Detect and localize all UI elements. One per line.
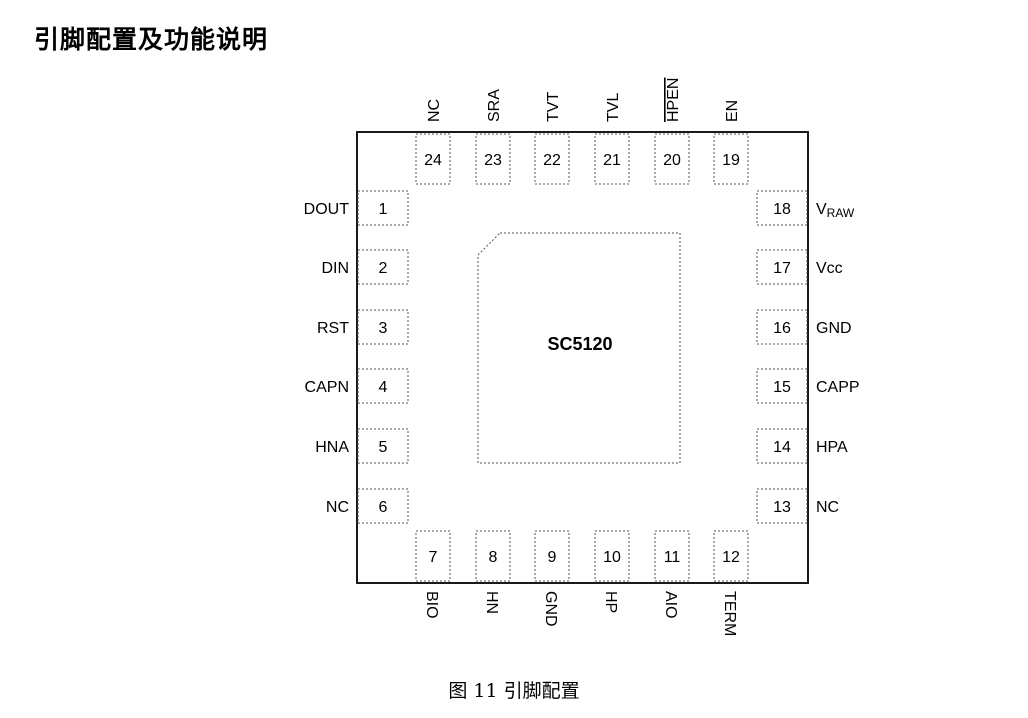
pin-name-13: NC bbox=[816, 499, 839, 516]
pin-pad-21 bbox=[594, 133, 630, 185]
pin-name-16: GND bbox=[816, 320, 852, 337]
pin-number-8: 8 bbox=[489, 549, 498, 566]
pin-name-11: AIO bbox=[662, 591, 679, 619]
pin-pad-9 bbox=[534, 530, 570, 582]
pin-pad-6 bbox=[357, 488, 409, 524]
pin-name-6: NC bbox=[326, 499, 349, 516]
pin-pad-3 bbox=[357, 309, 409, 345]
pin-pad-20 bbox=[654, 133, 690, 185]
pin-pad-23 bbox=[475, 133, 511, 185]
pin-number-19: 19 bbox=[722, 152, 740, 169]
pin-pad-11 bbox=[654, 530, 690, 582]
pins-layer: 1DOUT2DIN3RST4CAPN5HNA6NC7BIO8HN9GND10HP… bbox=[304, 78, 860, 637]
pin-pad-16 bbox=[756, 309, 808, 345]
pin-pad-8 bbox=[475, 530, 511, 582]
pin-name-1: DOUT bbox=[304, 201, 350, 218]
pin-name-20: HPEN bbox=[665, 78, 682, 122]
pin-name-14: HPA bbox=[816, 439, 848, 456]
package-outline bbox=[356, 131, 809, 584]
pin-pad-13 bbox=[756, 488, 808, 524]
pin-number-2: 2 bbox=[379, 260, 388, 277]
pin-pad-12 bbox=[713, 530, 749, 582]
pin-number-12: 12 bbox=[722, 549, 740, 566]
pin-number-14: 14 bbox=[773, 439, 791, 456]
pin-name-3: RST bbox=[317, 320, 349, 337]
pin-number-23: 23 bbox=[484, 152, 502, 169]
exposed-pad bbox=[477, 232, 681, 464]
pin-pad-14 bbox=[756, 428, 808, 464]
pin-number-20: 20 bbox=[663, 152, 681, 169]
pin-number-17: 17 bbox=[773, 260, 791, 277]
pin-name-17: Vcc bbox=[816, 260, 843, 277]
pin-number-13: 13 bbox=[773, 499, 791, 516]
pin-name-12: TERM bbox=[721, 591, 738, 636]
pin-pad-10 bbox=[594, 530, 630, 582]
pin-name-4: CAPN bbox=[305, 379, 349, 396]
pin-pad-17 bbox=[756, 249, 808, 285]
pin-name-21: TVL bbox=[605, 93, 622, 122]
pin-number-24: 24 bbox=[424, 152, 442, 169]
pin-pad-22 bbox=[534, 133, 570, 185]
pin-number-21: 21 bbox=[603, 152, 621, 169]
chip-label: SC5120 bbox=[547, 334, 612, 354]
pin-name-19: EN bbox=[724, 100, 741, 122]
pin-pad-1 bbox=[357, 190, 409, 226]
pin-number-6: 6 bbox=[379, 499, 388, 516]
pin-number-10: 10 bbox=[603, 549, 621, 566]
pin-number-16: 16 bbox=[773, 320, 791, 337]
pin-number-22: 22 bbox=[543, 152, 561, 169]
pin-name-23: SRA bbox=[486, 89, 503, 122]
pin-name-8: HN bbox=[483, 591, 500, 614]
pin-pad-24 bbox=[415, 133, 451, 185]
pin-number-18: 18 bbox=[773, 201, 791, 218]
pin-pad-15 bbox=[756, 368, 808, 404]
pin-number-1: 1 bbox=[379, 201, 388, 218]
pin-pad-4 bbox=[357, 368, 409, 404]
pin-number-4: 4 bbox=[379, 379, 388, 396]
pin-pad-18 bbox=[756, 190, 808, 226]
pin-name-9: GND bbox=[542, 591, 559, 627]
pin-pad-5 bbox=[357, 428, 409, 464]
pin-name-22: TVT bbox=[545, 92, 562, 122]
pin-pad-19 bbox=[713, 133, 749, 185]
pin-name-7: BIO bbox=[423, 591, 440, 619]
pin-name-18: VRAW bbox=[816, 201, 855, 220]
pin-name-5: HNA bbox=[315, 439, 349, 456]
pin-pad-7 bbox=[415, 530, 451, 582]
pin-number-11: 11 bbox=[664, 549, 681, 566]
pin-number-7: 7 bbox=[429, 549, 438, 566]
figure-caption: 图 11 引脚配置 bbox=[448, 680, 580, 702]
pin-number-5: 5 bbox=[379, 439, 388, 456]
pin-name-2: DIN bbox=[321, 260, 349, 277]
pin-number-9: 9 bbox=[548, 549, 557, 566]
pin-name-24: NC bbox=[426, 99, 443, 122]
pin-number-3: 3 bbox=[379, 320, 388, 337]
section-heading: 引脚配置及功能说明 bbox=[34, 25, 269, 54]
pin-name-15: CAPP bbox=[816, 379, 860, 396]
pin-number-15: 15 bbox=[773, 379, 791, 396]
pin-pad-2 bbox=[357, 249, 409, 285]
pin-name-10: HP bbox=[602, 591, 619, 613]
